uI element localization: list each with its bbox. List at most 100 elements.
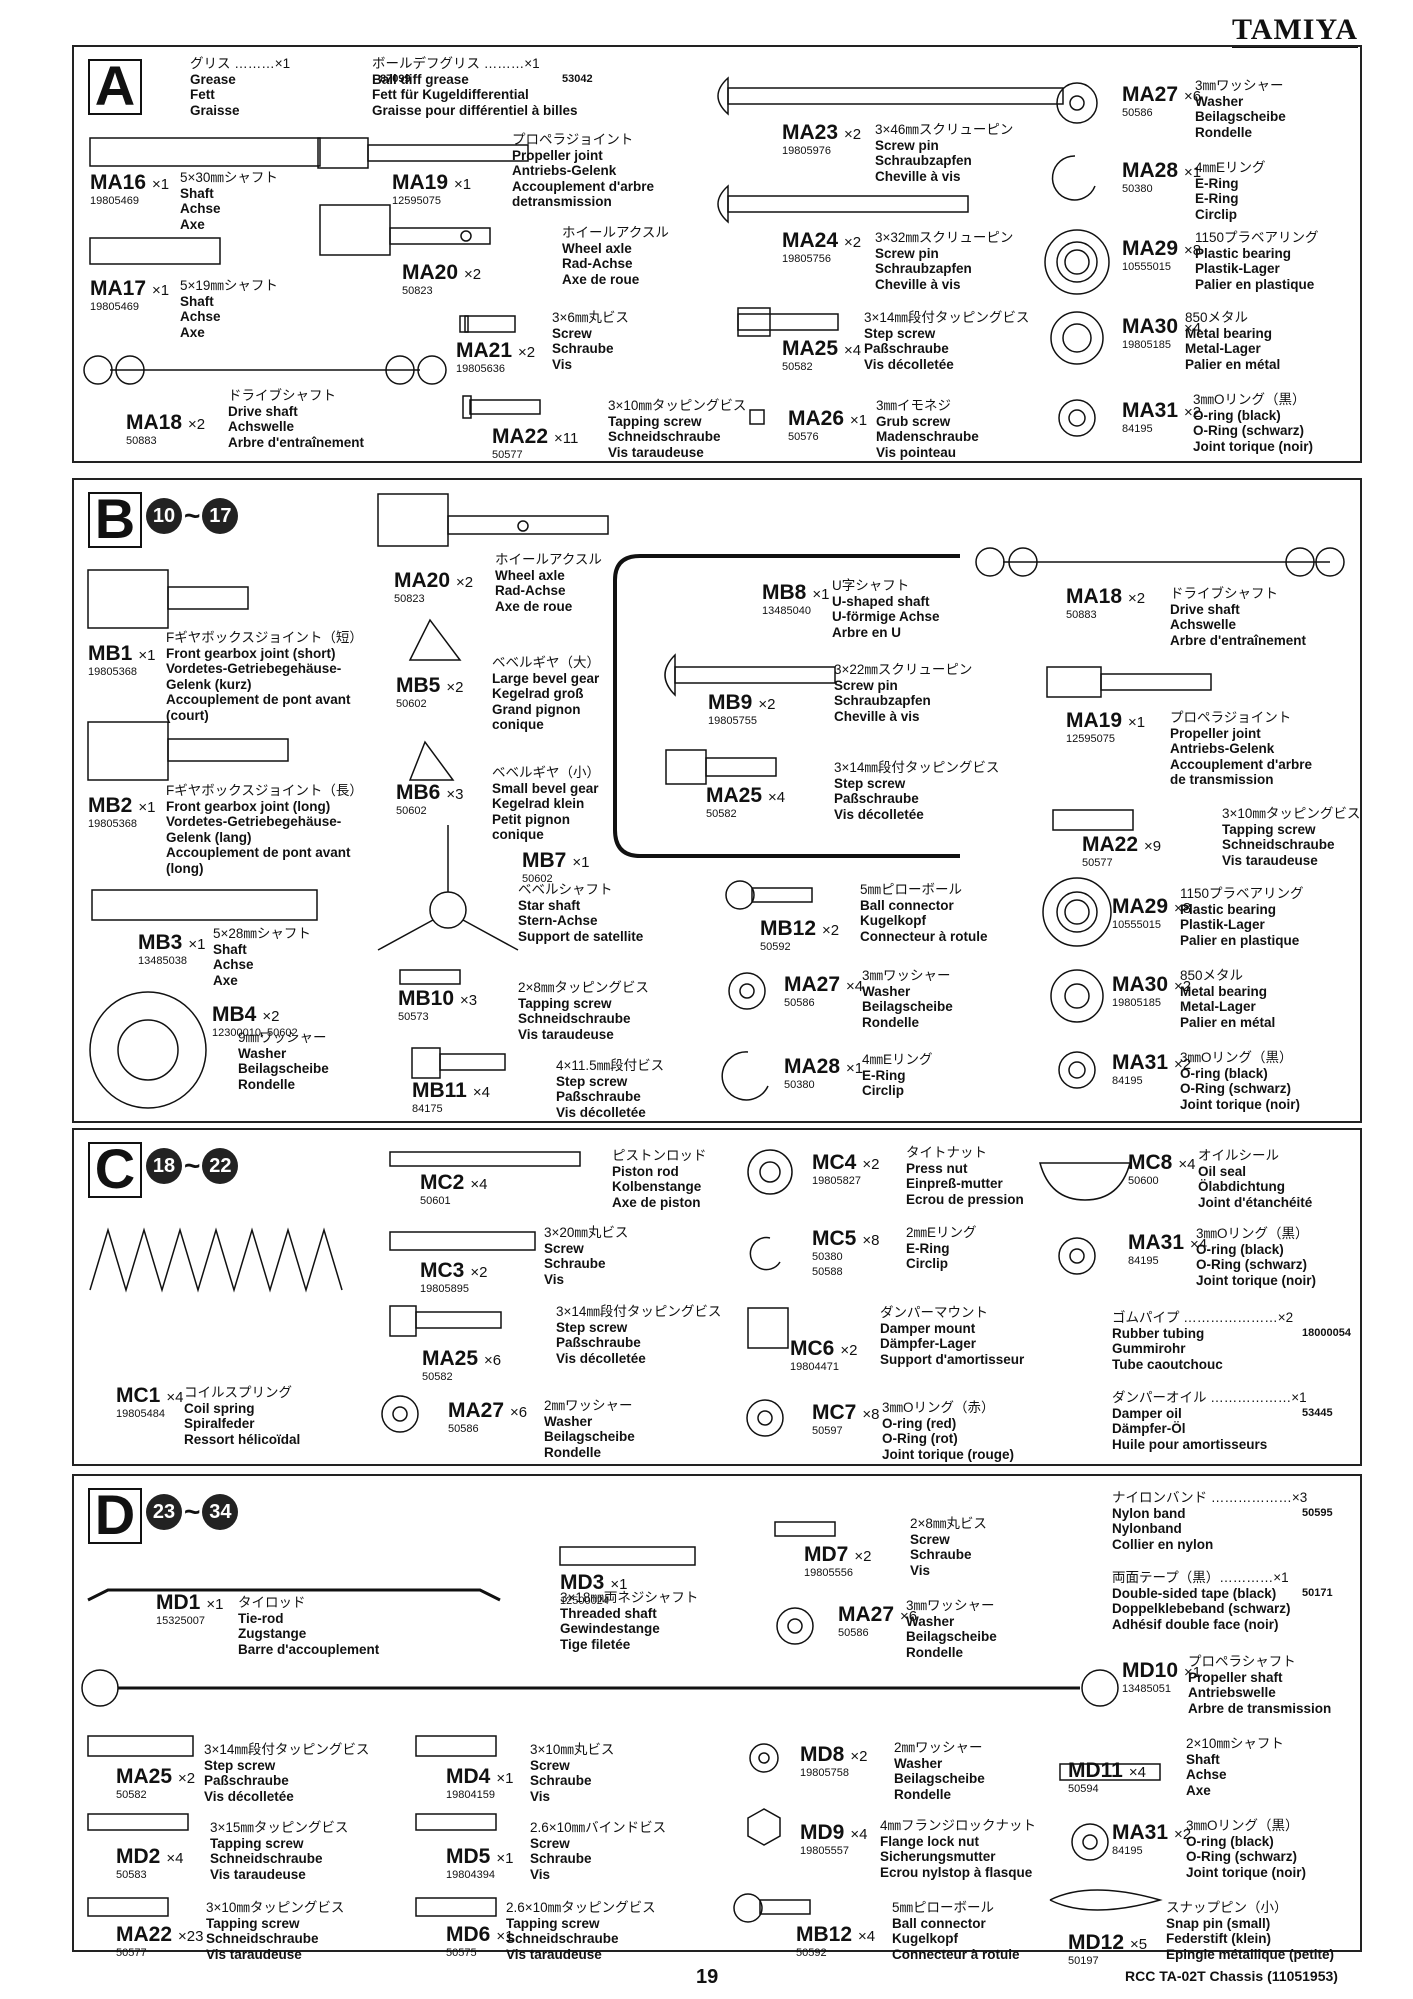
part-code: MD3 [560,1571,605,1594]
part-description-line: Vis décolletée [556,1350,646,1366]
part-description-line: Shaft [1186,1751,1220,1767]
part-code: MB1 [88,642,133,665]
part-code: MD9 [800,1821,845,1844]
part-description-line: 3㎜Oリング（黒） [1196,1226,1309,1241]
part-description-line: 4×11.5㎜段付ビス [556,1058,665,1073]
part-code: MA20 [402,261,459,284]
part-description-line: Accouplement d'arbre [512,178,654,194]
part-description-line: Schraubzapfen [875,261,972,276]
part-description-line: 3×6㎜丸ビス [552,310,629,325]
part-description-line: Ressort hélicoïdal [184,1431,301,1447]
part-quantity: ×2 [1174,1826,1192,1843]
part-number: 50577 [492,449,523,461]
part-description-line: Vis taraudeuse [506,1946,602,1962]
part-description-line: 3×14㎜段付タッピングビス [864,310,1030,325]
part-code: MA25 [116,1765,173,1788]
part-description-line: Step screw [864,325,936,341]
part-quantity: ×4 [846,978,864,995]
part-code: MA22 [492,425,549,448]
part-description-line: E-Ring [906,1240,950,1256]
part-number: 19805557 [800,1845,849,1857]
part-description-line: Schneidschraube [210,1851,323,1866]
part-quantity: ×8 [862,1406,880,1423]
part-description-line: Einpreß-mutter [906,1176,1003,1191]
supply-part-number: 53042 [562,73,593,85]
part-description-line: Drive shaft [1170,601,1240,617]
part-number: 50576 [788,431,819,443]
part-number: 84195 [1112,1845,1143,1857]
part-quantity: ×2 [1184,404,1202,421]
part-description-line: Step screw [834,775,906,791]
part-description-line: ドライブシャフト [1170,586,1278,601]
part-description-line: 3×14㎜段付タッピングビス [834,760,1000,775]
part-code: MA28 [784,1055,841,1078]
part-quantity: ×4 [858,1928,876,1945]
part-number: 50586 [784,997,815,1009]
part-number: 50586 [838,1627,869,1639]
part-description-line: Schraube [530,1851,592,1866]
part-description-line: Palier en plastique [1180,932,1300,948]
supply-item-line: Rubber tubing [1112,1325,1205,1341]
part-description-line: 3×20㎜丸ビス [544,1225,629,1240]
part-number: 50577 [116,1947,147,1959]
supply-item-line: ナイロンバンド ………………×3 [1112,1490,1308,1505]
part-description-line: conique [492,717,544,732]
part-number: 50594 [1068,1783,1099,1795]
part-description-line: 4㎜Eリング [1195,160,1266,175]
part-description-line: コイルスプリング [184,1385,292,1400]
part-description-line: Connecteur à rotule [860,928,988,944]
part-description-line: Schneidschraube [206,1931,319,1946]
section-b: B 10 ~ 17 [72,478,1362,1123]
part-number: 19805368 [88,818,137,830]
part-description-line: Metal bearing [1180,983,1268,999]
step-range: 18 ~ 22 [146,1148,239,1184]
part-quantity: ×6 [900,1608,918,1625]
part-description-line: (court) [166,707,209,723]
part-description-line: ピストンロッド [612,1148,707,1163]
part-number: 19805755 [708,715,757,727]
part-description-line: 4㎜Eリング [862,1052,933,1067]
part-number: 50582 [782,361,813,373]
part-quantity: ×2 [464,266,482,283]
part-code: MB10 [398,987,455,1010]
part-description-line: Madenschraube [876,429,979,444]
part-description-line: Shaft [180,293,214,309]
part-quantity: ×2 [446,679,464,696]
part-description-line: ドライブシャフト [228,388,336,403]
part-number: 19805185 [1122,339,1171,351]
supply-item-line: Collier en nylon [1112,1536,1214,1552]
part-description-line: Antriebswelle [1188,1685,1276,1700]
part-number: 50582 [706,808,737,820]
part-description-line: Accouplement d'arbre [1170,756,1312,772]
step-end-badge: 17 [202,498,239,534]
supply-item-line: Double-sided tape (black) [1112,1585,1277,1601]
part-number: 13485038 [138,955,187,967]
part-number: 13485051 [1122,1683,1171,1695]
part-number: 84195 [1128,1255,1159,1267]
part-code: MA22 [116,1923,173,1946]
part-description-line: 3×14㎜段付タッピングビス [556,1304,722,1319]
part-description-line: Stern-Achse [518,913,598,928]
part-description-line: Accouplement de pont avant [166,692,351,707]
supply-item-line: Nylon band [1112,1505,1186,1521]
part-number: 50883 [126,435,157,447]
part-description-line: 3㎜ワッシャー [1195,78,1284,93]
part-description-line: Tapping screw [210,1835,304,1851]
part-number: 84175 [412,1103,443,1115]
